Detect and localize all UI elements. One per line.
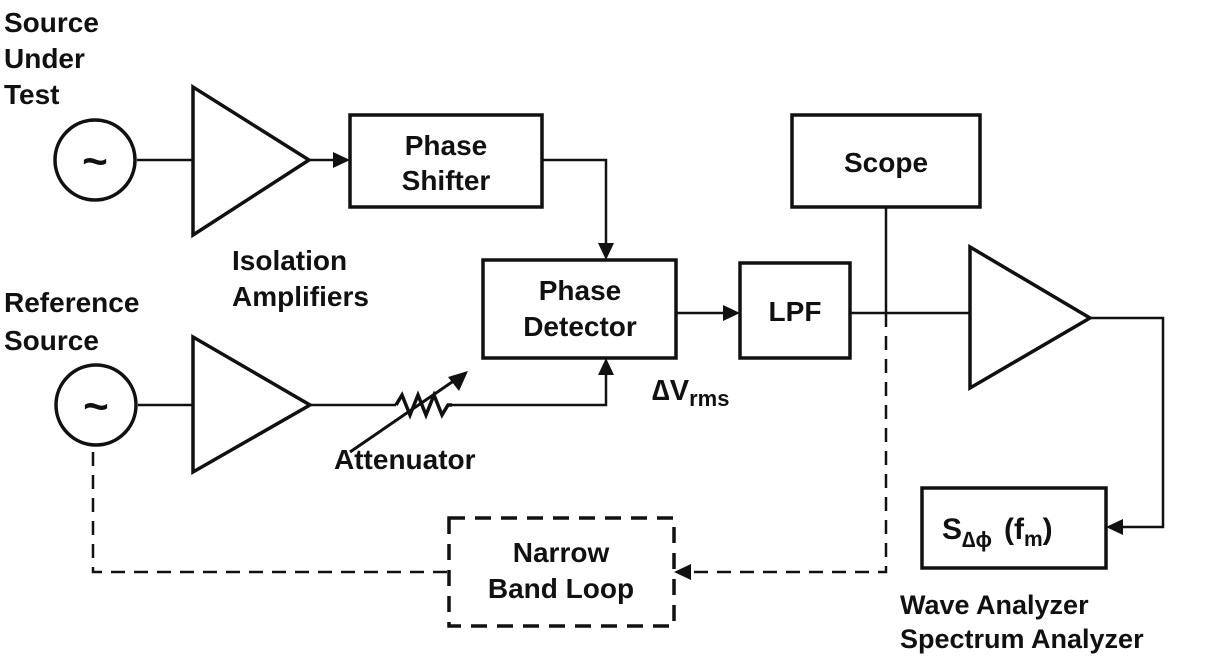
reference-source-label-1: Reference [4,287,139,318]
wave-analyzer-label: Wave Analyzer [900,590,1089,620]
wire-amp-to-analyzer [1090,316,1165,529]
reference-source: ~ [54,363,138,447]
arrowhead-icon [598,358,614,375]
phase-shifter-label-2: Shifter [402,165,491,196]
arrowhead-icon [1106,519,1123,535]
delta-v-subscript: rms [689,386,729,411]
arrowhead-icon [598,243,614,260]
sine-source-icon [53,118,137,202]
lpf-box [738,261,852,360]
reference-source-label-2: Source [4,325,99,356]
variable-resistor-icon [394,390,452,420]
phase-shifter-box [348,113,544,209]
isolation-amplifiers-label-2: Amplifiers [232,281,369,312]
amplifier-triangle-icon [191,333,314,476]
wire-phase-shifter-to-detector [542,158,608,245]
phase-detector-label-1: Phase [539,275,622,306]
source-tilde: ~ [83,382,109,431]
arrowhead-icon [674,564,691,580]
analyzer-f-open: (f [1004,513,1025,546]
analyzer-s-subscript: ∆ϕ [962,527,992,552]
source-under-test-label-1: Source [4,7,99,38]
scope-label: Scope [844,147,928,178]
scope-box [790,113,982,209]
spectrum-analyzer-label: Spectrum Analyzer [900,624,1144,654]
wire-loop-to-reference-dashed [91,450,447,574]
source-tilde: ~ [82,137,108,186]
arrowhead-icon [448,371,468,391]
narrow-band-loop-label-2: Band Loop [488,573,634,604]
delta-v-rms-label: ∆Vrms [652,375,729,411]
narrow-band-loop-box [447,516,676,628]
amplifier-triangle-icon [191,83,313,239]
source-under-test: ~ [53,118,137,202]
phase-detector-box [481,258,678,360]
arrowhead-icon [333,152,350,168]
analyzer-f-subscript: m [1024,528,1043,551]
lpf-label: LPF [769,296,822,327]
source-under-test-label-3: Test [4,79,60,110]
arrowhead-icon [723,305,740,321]
wire-attenuator-to-detector [452,373,608,407]
phase-shifter-label-1: Phase [405,130,488,161]
narrow-band-loop-label-1: Narrow [513,537,610,568]
amplifier-triangle-icon [968,243,1094,392]
sine-source-icon [54,363,138,447]
phase-detector-label-2: Detector [523,311,637,342]
attenuator-label: Attenuator [334,444,476,475]
analyzer-s: S [942,513,962,546]
isolation-amplifiers-label-1: Isolation [232,245,347,276]
analyzer-label: S∆ϕ (fm) [942,513,1053,552]
attenuator [349,371,468,454]
analyzer-f-close: ) [1043,513,1053,546]
attenuator-adjust-line [349,378,456,454]
source-under-test-label-2: Under [4,43,85,74]
analyzer-box [920,486,1108,570]
delta-v: ∆V [652,375,690,407]
wire-scope-to-loop-dashed [690,313,888,574]
